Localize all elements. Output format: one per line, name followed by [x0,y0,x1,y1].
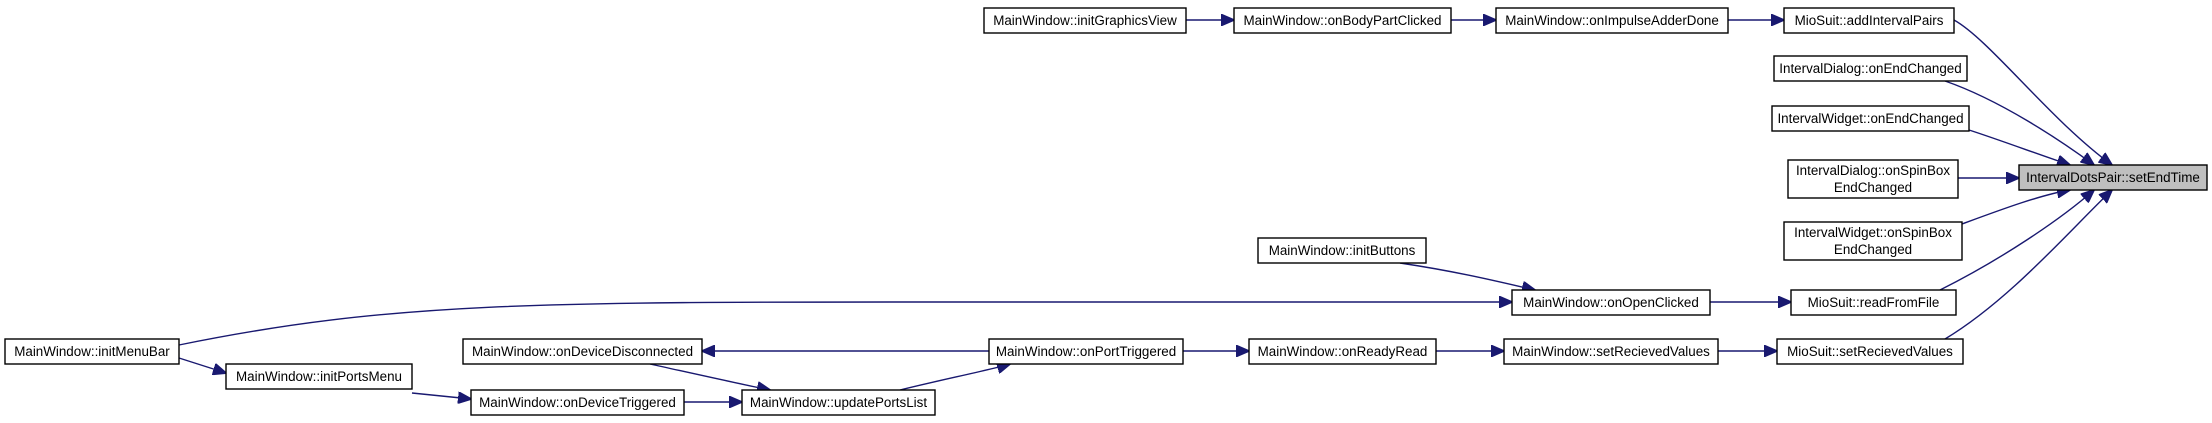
node-initGraphicsView[interactable]: MainWindow::initGraphicsView [983,7,1187,34]
node-box [1248,338,1437,365]
node-label: MioSuit::readFromFile [1808,295,1940,310]
node-box [225,363,413,390]
edge-updatePortsList-to-onPortTriggered [899,364,1010,391]
node-initMenuBar[interactable]: MainWindow::initMenuBar [4,338,180,365]
node-onPortTriggered[interactable]: MainWindow::onPortTriggered [988,338,1184,365]
node-onImpulseAdderDone[interactable]: MainWindow::onImpulseAdderDone [1495,7,1729,34]
node-label: EndChanged [1834,180,1912,195]
node-addIntervalPairs[interactable]: MioSuit::addIntervalPairs [1783,7,1955,34]
edge-mioSetRecieved-to-setEndTime [1944,190,2112,340]
node-mioSetRecieved[interactable]: MioSuit::setRecievedValues [1776,338,1964,365]
node-onDeviceDisconnected[interactable]: MainWindow::onDeviceDisconnected [462,338,703,365]
node-box [4,338,180,365]
edge-onDeviceDisconnected-to-updatePortsList [649,363,770,390]
edge-addIntervalPairs-to-setEndTime [1953,19,2112,165]
node-label: IntervalWidget::onSpinBox [1794,225,1952,240]
node-box [983,7,1187,34]
node-initPortsMenu[interactable]: MainWindow::initPortsMenu [225,363,413,390]
node-box [1787,159,1959,199]
node-label: MainWindow::onReadyRead [1258,344,1428,359]
edges-layer [178,19,2112,402]
edge-wdgOnSpinBox-to-setEndTime [1961,190,2070,225]
node-label: MainWindow::onOpenClicked [1523,295,1699,310]
edge-initPortsMenu-to-onDeviceTriggered [411,393,471,399]
node-box [470,389,685,416]
node-label: EndChanged [1834,242,1912,257]
node-box [1783,221,1963,261]
nodes-layer: IntervalDotsPair::setEndTime MioSuit::add… [4,7,2208,416]
node-box [1495,7,1729,34]
node-initButtons[interactable]: MainWindow::initButtons [1257,237,1427,264]
node-label: MioSuit::addIntervalPairs [1795,13,1944,28]
node-label: IntervalDialog::onEndChanged [1779,61,1961,76]
node-box [988,338,1184,365]
node-box [1257,237,1427,264]
node-label: MainWindow::onPortTriggered [996,344,1176,359]
node-box [1773,55,1968,82]
node-onDeviceTriggered[interactable]: MainWindow::onDeviceTriggered [470,389,685,416]
node-label: MainWindow::setRecievedValues [1512,344,1710,359]
edge-wdgOnEndChanged-to-setEndTime [1968,129,2070,165]
node-label: MainWindow::onDeviceTriggered [479,395,676,410]
edge-initMenuBar-to-onOpenClicked [178,302,1512,346]
node-box [1233,7,1452,34]
node-box [1783,7,1955,34]
node-label: IntervalWidget::onEndChanged [1777,111,1963,126]
node-onBodyPartClicked[interactable]: MainWindow::onBodyPartClicked [1233,7,1452,34]
node-label: MainWindow::initPortsMenu [236,369,402,384]
node-label: IntervalDialog::onSpinBox [1796,163,1950,178]
node-label: MainWindow::initMenuBar [14,344,170,359]
edge-dlgOnEndChanged-to-setEndTime [1944,80,2094,165]
node-box [741,389,936,416]
edge-initMenuBar-to-initPortsMenu [178,357,226,373]
node-box [462,338,703,365]
node-onOpenClicked[interactable]: MainWindow::onOpenClicked [1511,289,1711,316]
node-label: MainWindow::onDeviceDisconnected [472,344,693,359]
node-setEndTime[interactable]: IntervalDotsPair::setEndTime [2018,164,2208,191]
node-label: IntervalDotsPair::setEndTime [2026,170,2200,185]
node-label: MioSuit::setRecievedValues [1787,344,1953,359]
node-readFromFile[interactable]: MioSuit::readFromFile [1790,289,1957,316]
node-label: MainWindow::onImpulseAdderDone [1505,13,1719,28]
node-box [1776,338,1964,365]
node-label: MainWindow::initButtons [1269,243,1416,258]
node-label: MainWindow::initGraphicsView [993,13,1177,28]
node-label: MainWindow::onBodyPartClicked [1244,13,1442,28]
node-dlgOnEndChanged[interactable]: IntervalDialog::onEndChanged [1773,55,1968,82]
node-box [1503,338,1719,365]
node-updatePortsList[interactable]: MainWindow::updatePortsList [741,389,936,416]
node-onReadyRead[interactable]: MainWindow::onReadyRead [1248,338,1437,365]
node-box [2018,164,2208,191]
node-mwSetRecieved[interactable]: MainWindow::setRecievedValues [1503,338,1719,365]
node-wdgOnEndChanged[interactable]: IntervalWidget::onEndChanged [1771,105,1970,132]
edge-readFromFile-to-setEndTime [1939,190,2094,291]
edge-initButtons-to-onOpenClicked [1399,262,1535,290]
node-box [1790,289,1957,316]
node-box [1771,105,1970,132]
node-box [1511,289,1711,316]
node-label: MainWindow::updatePortsList [750,395,927,410]
